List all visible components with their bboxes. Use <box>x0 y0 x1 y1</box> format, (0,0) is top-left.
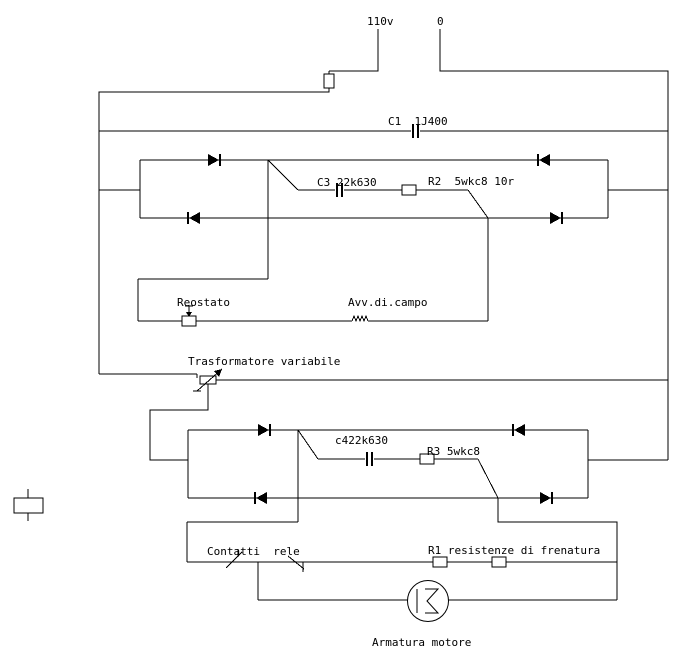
resistor-r3-icon <box>419 453 435 465</box>
capacitor-c4-icon <box>366 452 373 466</box>
diode-bridge1-top-right-icon <box>537 154 550 166</box>
label-110v: 110v <box>367 15 394 28</box>
label-c3: C3 22k630 <box>317 176 377 189</box>
diode-bridge2-top-right-icon <box>512 424 525 436</box>
label-0: 0 <box>437 15 444 28</box>
label-r1: R1 resistenze di frenatura <box>428 544 600 557</box>
motor-armature-icon <box>407 580 449 622</box>
diode-bridge1-bottom-right-icon <box>550 212 563 224</box>
resistor-r2-icon <box>401 184 417 196</box>
capacitor-c3-icon <box>336 183 343 197</box>
spare-fuse-icon <box>13 497 44 514</box>
capacitor-c1-icon <box>412 124 419 138</box>
diode-bridge2-bottom-right-icon <box>540 492 553 504</box>
diode-bridge1-bottom-left-icon <box>187 212 200 224</box>
label-c1: C1 1J400 <box>388 115 448 128</box>
diode-bridge2-bottom-left-icon <box>254 492 267 504</box>
diode-bridge2-top-left-icon <box>258 424 271 436</box>
fuse-icon <box>323 73 335 89</box>
wires <box>27 29 669 601</box>
label-r2: R2 5wkc8 10r <box>428 175 514 188</box>
label-avv-di-campo: Avv.di.campo <box>348 296 427 309</box>
field-coil-icon <box>351 314 369 323</box>
label-reostato: Reostato <box>177 296 230 309</box>
label-contatti-rele: Contatti rele <box>207 545 300 558</box>
label-trasformatore: Trasformatore variabile <box>188 355 340 368</box>
relay-contacts-icon <box>225 549 305 572</box>
resistor-r1b-icon <box>491 556 507 568</box>
rheostat-icon <box>181 305 197 327</box>
label-c4: c422k630 <box>335 434 388 447</box>
resistor-r1a-icon <box>432 556 448 568</box>
label-r3: R3 5wkc8 <box>427 445 480 458</box>
diode-bridge1-top-left-icon <box>208 154 221 166</box>
variable-transformer-icon <box>193 368 223 392</box>
label-armatura-motore: Armatura motore <box>372 636 471 649</box>
